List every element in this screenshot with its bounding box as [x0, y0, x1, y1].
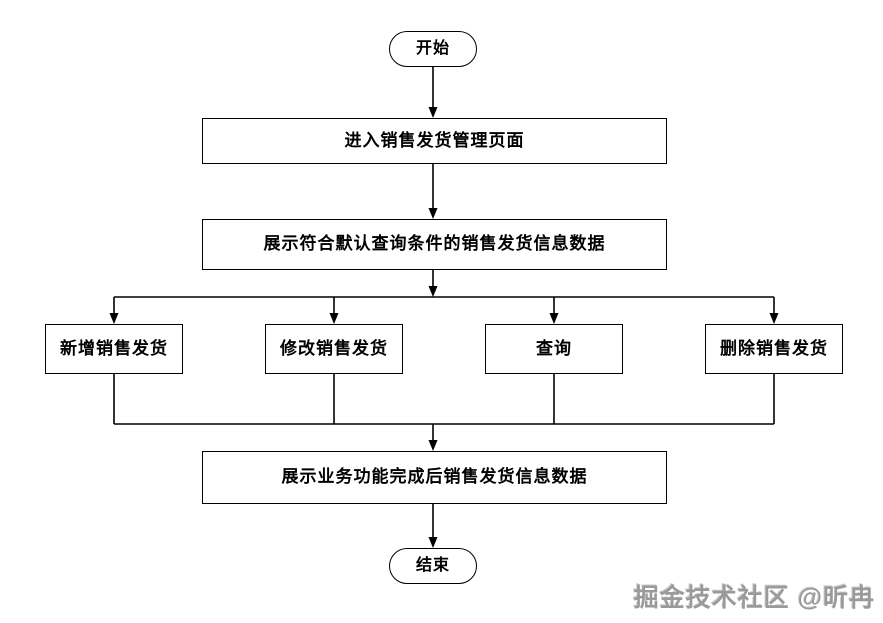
- arrowhead-step3: [428, 440, 438, 451]
- node-enter-page: 进入销售发货管理页面: [202, 118, 667, 164]
- arrowhead-branch4: [769, 313, 779, 324]
- node-show-result-data-label: 展示业务功能完成后销售发货信息数据: [281, 467, 588, 487]
- arrowhead-branch1: [109, 313, 119, 324]
- node-query: 查询: [485, 324, 623, 374]
- node-add-shipment-label: 新增销售发货: [60, 338, 168, 358]
- arrowhead-step2: [428, 208, 438, 219]
- arrowhead-branch3: [549, 313, 559, 324]
- node-delete-shipment-label: 删除销售发货: [720, 338, 828, 358]
- node-add-shipment: 新增销售发货: [45, 324, 183, 374]
- node-enter-page-label: 进入销售发货管理页面: [344, 130, 525, 150]
- node-query-label: 查询: [536, 338, 572, 358]
- node-delete-shipment: 删除销售发货: [705, 324, 843, 374]
- node-start: 开始: [389, 31, 477, 67]
- watermark: 掘金技术社区 @昕冉: [633, 584, 875, 612]
- node-show-default-query: 展示符合默认查询条件的销售发货信息数据: [202, 219, 667, 270]
- arrowhead-end: [428, 537, 438, 548]
- node-end: 结束: [389, 548, 477, 584]
- arrowhead-step1: [428, 107, 438, 118]
- node-edit-shipment: 修改销售发货: [265, 324, 403, 374]
- node-end-label: 结束: [415, 557, 450, 575]
- node-show-result-data: 展示业务功能完成后销售发货信息数据: [202, 451, 667, 504]
- node-edit-shipment-label: 修改销售发货: [280, 338, 388, 358]
- arrowhead-branch2: [329, 313, 339, 324]
- node-show-default-query-label: 展示符合默认查询条件的销售发货信息数据: [263, 234, 606, 254]
- node-start-label: 开始: [415, 40, 450, 58]
- arrowhead-bus: [428, 286, 438, 297]
